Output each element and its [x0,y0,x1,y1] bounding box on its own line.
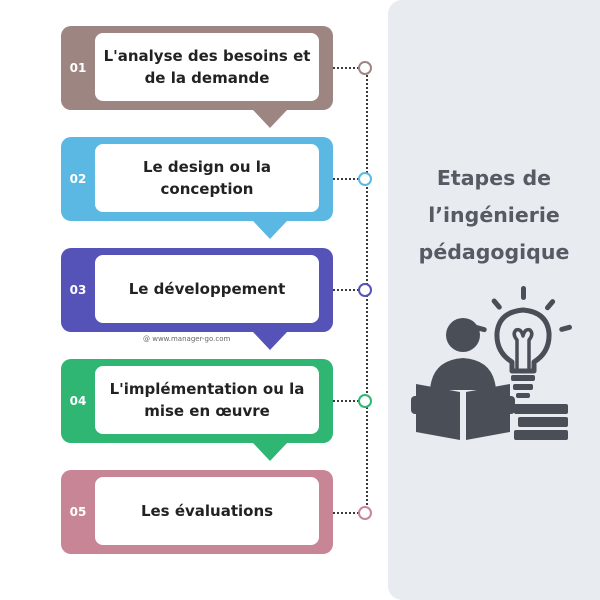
book-left-page-icon [416,384,460,440]
step-arrow [253,443,287,461]
step-label: Les évaluations [95,477,319,545]
step-connector [333,67,359,69]
lightbulb-icon [494,307,552,374]
step-label: Le design ou la conception [95,144,319,212]
step-connector [333,289,359,291]
person-head-icon [446,318,480,352]
step-arrow [253,110,287,128]
step-card-1: 01 L'analyse des besoins et de la demand… [61,26,333,128]
side-panel: Etapes de l’ingénierie pédagogique [388,0,600,600]
timeline-node-5 [358,506,372,520]
step-connector [333,178,359,180]
panel-title: Etapes de l’ingénierie pédagogique [388,160,600,271]
step-label: Le développement [95,255,319,323]
timeline-node-4 [358,394,372,408]
step-number: 02 [69,172,87,186]
step-card-3: 03 Le développement [61,248,333,350]
step-card-4: 04 L'implémentation ou la mise en œuvre [61,359,333,461]
step-card-2: 02 Le design ou la conception [61,137,333,239]
person-body-icon [430,358,496,390]
book-stack-icon [514,404,568,414]
reading-person-with-lightbulb-icon [411,286,572,440]
step-arrow [253,332,287,350]
step-number: 04 [69,394,87,408]
timeline-node-2 [358,172,372,186]
step-label: L'analyse des besoins et de la demande [95,33,319,101]
step-number: 05 [69,505,87,519]
timeline-node-1 [358,61,372,75]
panel-title-line-2: l’ingénierie [428,203,560,227]
step-connector [333,400,359,402]
step-card-5: 05 Les évaluations [61,470,333,554]
step-number: 03 [69,283,87,297]
step-connector [333,512,359,514]
book-right-page-icon [466,384,510,440]
step-arrow [253,221,287,239]
step-label: L'implémentation ou la mise en œuvre [95,366,319,434]
step-number: 01 [69,61,87,75]
watermark: @ www.manager-go.com [143,335,231,343]
panel-title-line-3: pédagogique [418,240,570,264]
panel-title-line-1: Etapes de [436,166,552,190]
timeline-node-3 [358,283,372,297]
